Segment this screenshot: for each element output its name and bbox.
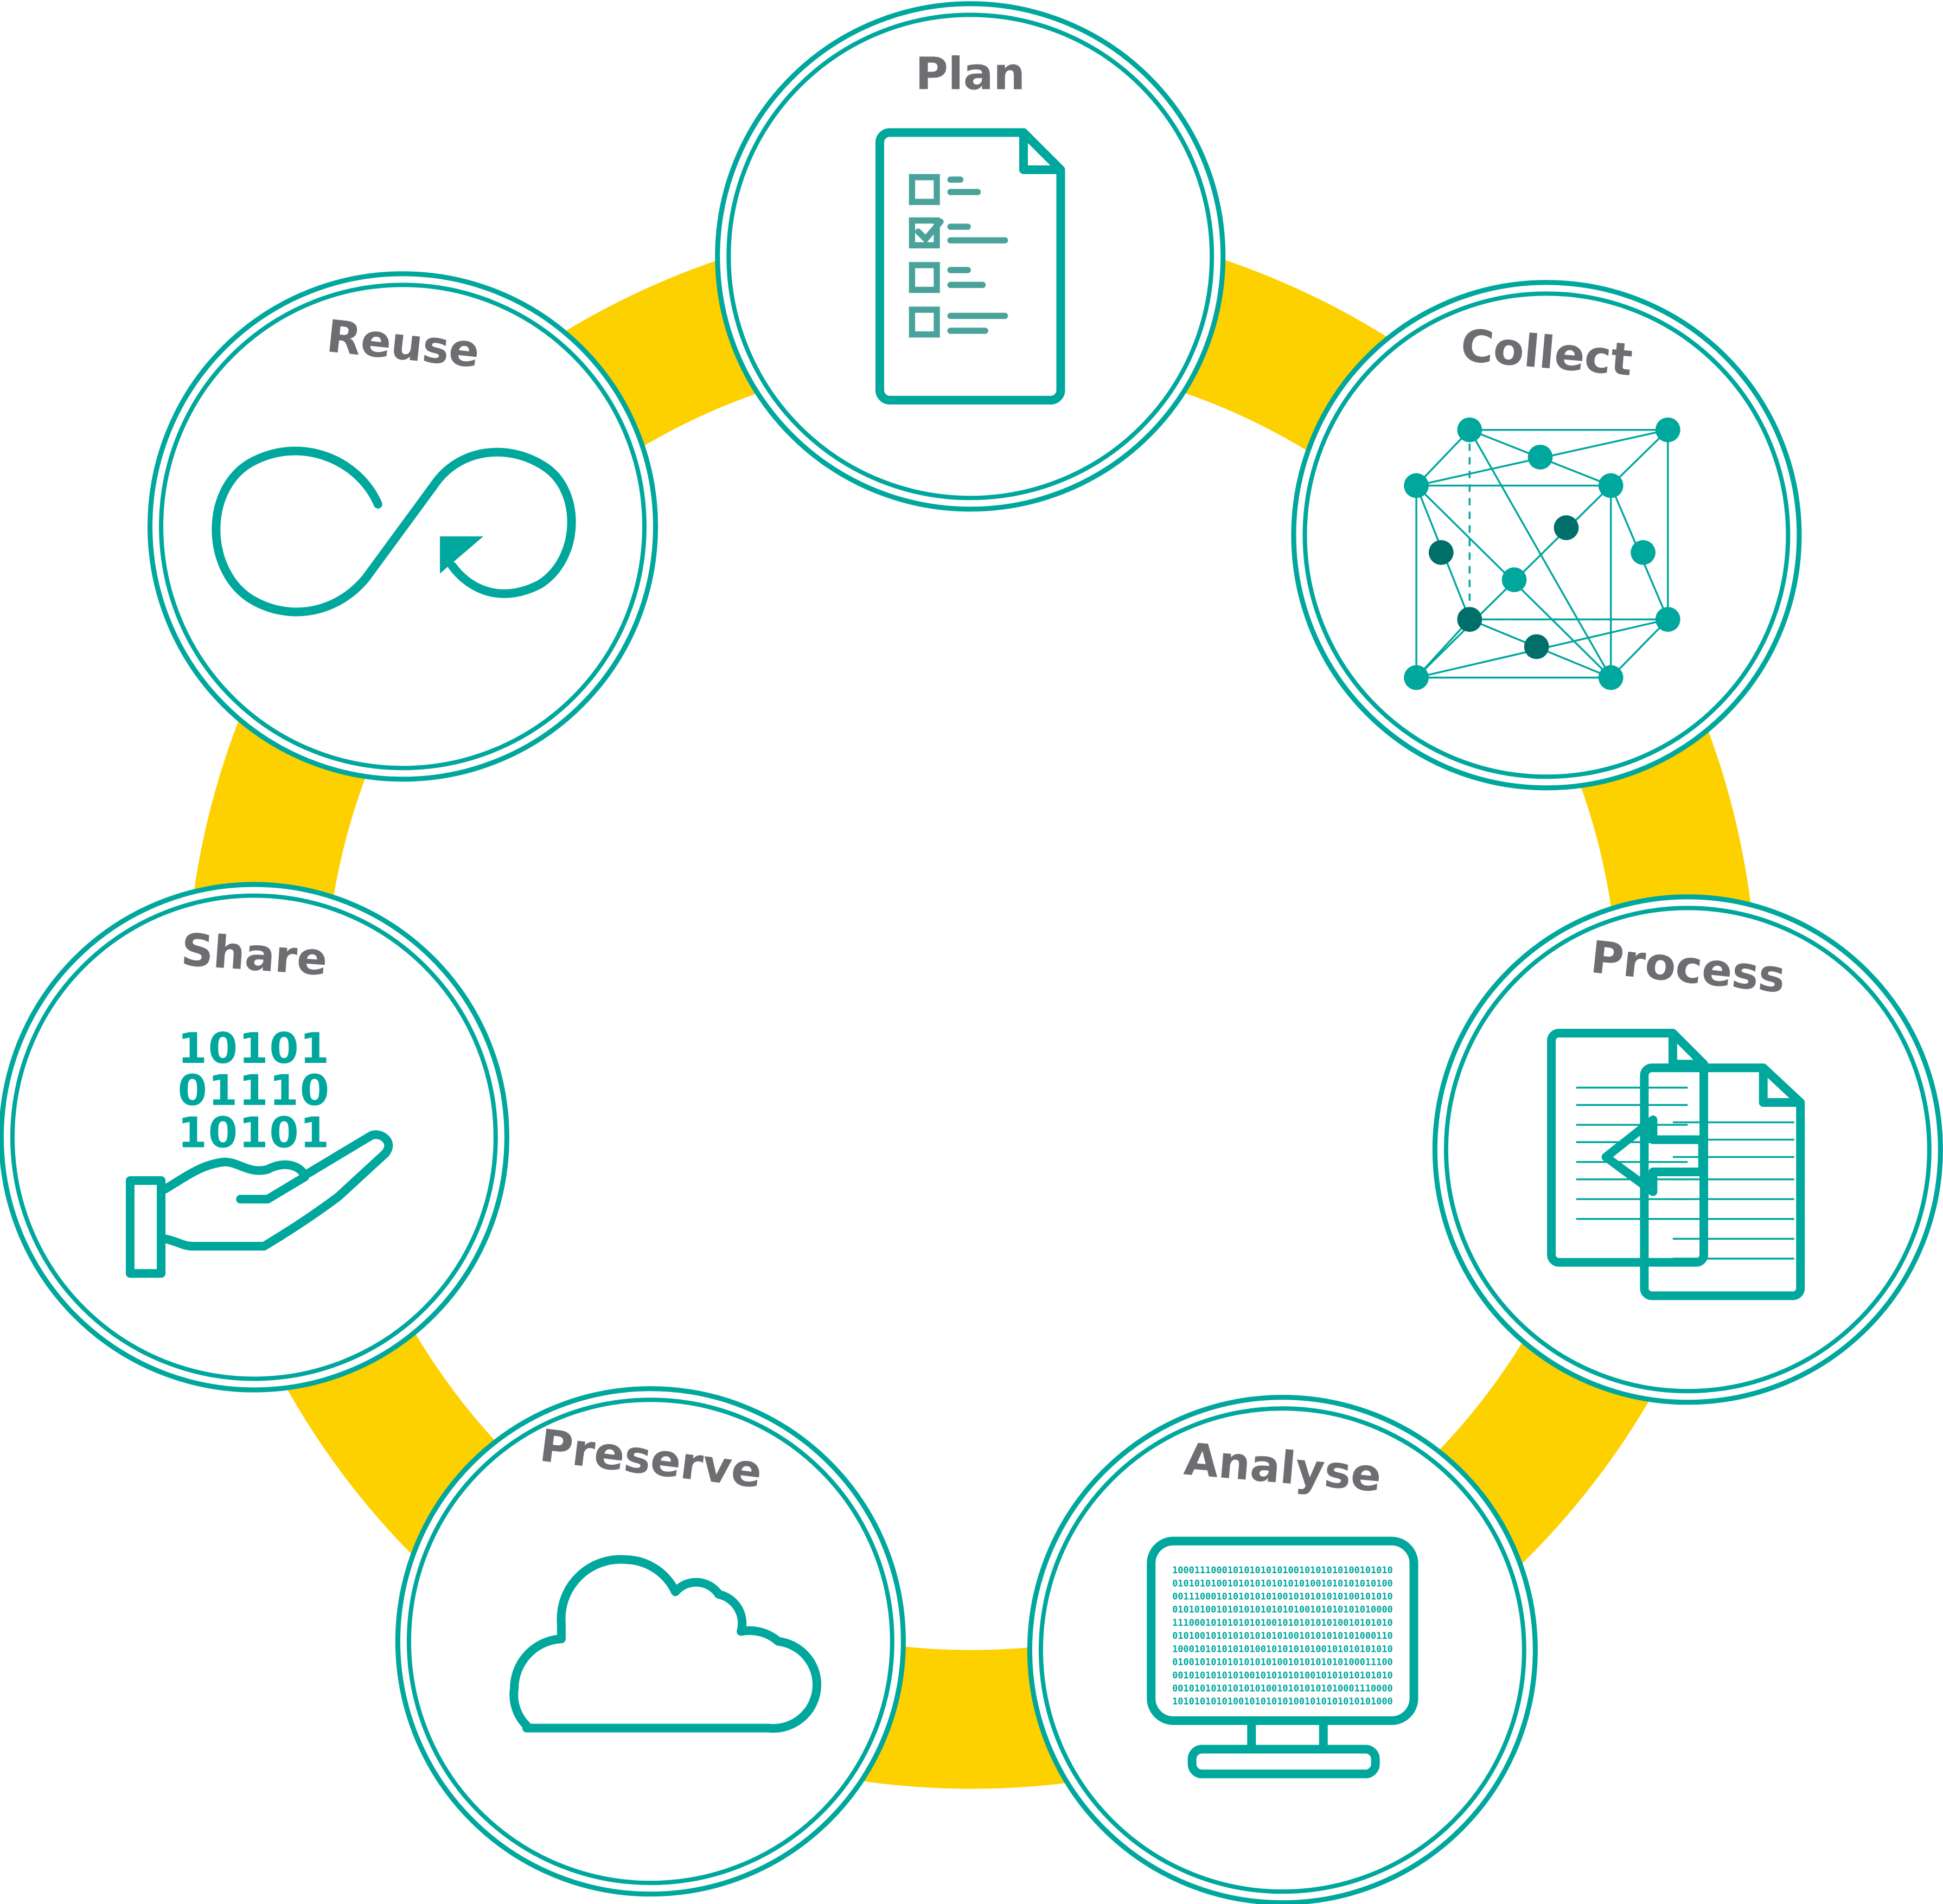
stage-reuse: Reuse	[147, 271, 659, 782]
stage-inner-ring	[1302, 291, 1791, 779]
stage-inner-ring	[10, 893, 498, 1381]
binary-line: 0101010010101010101010100101010101010000	[1172, 1604, 1393, 1615]
binary-line: 01110	[178, 1067, 331, 1116]
stage-label: Plan	[915, 48, 1025, 100]
stage-inner-ring	[1038, 1406, 1526, 1894]
binary-line: 0100101010101010101001010101010100011100	[1172, 1657, 1393, 1668]
binary-line: 0101010100101010101010101001010101010100	[1172, 1578, 1393, 1588]
stage-inner-ring	[1443, 906, 1932, 1394]
infinity-loop-icon	[212, 446, 576, 617]
stage-outer-ring	[395, 1386, 906, 1897]
binary-line: 0011100010101010101001010101010100101010	[1172, 1591, 1393, 1602]
stage-outer-ring	[1291, 280, 1802, 791]
binary-line: 1000111000101010101010010101010100101010	[1172, 1565, 1393, 1575]
stage-collect: Collect	[1291, 280, 1802, 791]
computer-monitor-icon: 1000111000101010101010010101010100101010…	[1147, 1536, 1418, 1779]
stage-preserve: Preserve	[395, 1386, 906, 1897]
document-transfer-icon	[1547, 1029, 1805, 1300]
checklist-document-icon	[875, 128, 1065, 405]
binary-line: 0010101010101010100101010101010001110000	[1172, 1683, 1393, 1694]
binary-line: 0101001010101010101010010101010101000110	[1172, 1630, 1393, 1641]
binary-line: 10101	[178, 1024, 331, 1073]
stage-plan: Plan	[715, 1, 1226, 512]
stage-outer-ring	[715, 1, 1226, 512]
stage-label: Share	[180, 924, 329, 986]
binary-line: 1010101010100101010101001010101010101000	[1172, 1696, 1393, 1707]
network-cube-icon	[1404, 417, 1680, 690]
cloud-icon	[509, 1555, 821, 1733]
binary-line: 0010101010101001010101010010101010101010	[1172, 1670, 1393, 1681]
stage-process: Process	[1432, 894, 1943, 1405]
binary-line: 1000101010101010010101010100101010101010	[1172, 1643, 1393, 1654]
stage-inner-ring	[406, 1397, 894, 1886]
stage-outer-ring	[1432, 894, 1943, 1405]
stage-analyse: Analyse 10001110001010101010100101010101…	[1027, 1395, 1538, 1904]
binary-line: 1110001010101010100101010101010010101010	[1172, 1617, 1393, 1628]
stage-outer-ring	[1027, 1395, 1538, 1904]
stage-inner-ring	[159, 283, 647, 771]
binary-line: 10101	[178, 1108, 331, 1157]
stage-inner-ring	[726, 12, 1215, 501]
